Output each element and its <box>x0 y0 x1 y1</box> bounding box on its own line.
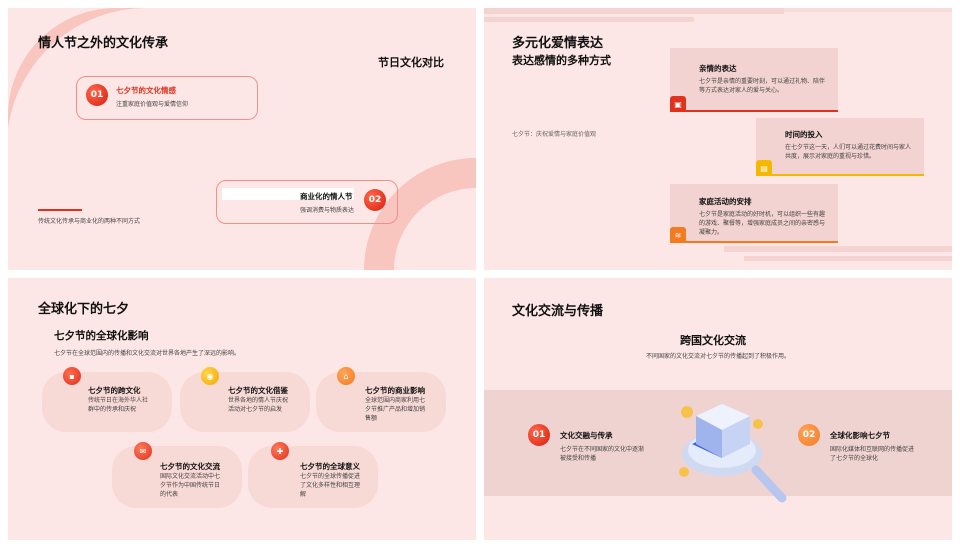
bubble-cross-culture[interactable] <box>42 372 172 432</box>
slide-2[interactable]: 多元化爱情表达 表达感情的多种方式 七夕节：庆祝爱情与家庭价值观 ▣ 亲情的表达… <box>484 8 952 270</box>
item-1-desc: 注重家庭价值观与爱情信仰 <box>116 101 189 108</box>
puzzle-icon: ✚ <box>271 442 289 460</box>
cart-icon: ▪ <box>63 367 81 385</box>
top-stripe-3 <box>784 8 952 12</box>
slide-intro: 七夕节在全球范围内的传播和文化交流对世界各地产生了深远的影响。 <box>54 350 241 357</box>
magnifier-chart-illustration <box>679 404 787 503</box>
slide-intro: 不同国家的文化交流对七夕节的传播起到了积极作用。 <box>646 353 791 360</box>
number-badge-02: 02 <box>798 424 820 446</box>
slide-title: 文化交流与传播 <box>512 304 604 319</box>
number-badge-02: 02 <box>364 189 386 211</box>
top-stripe-2 <box>484 17 694 22</box>
item-3-desc: 全球范围内商家利用七夕节推广产品和增加销售额 <box>365 397 426 422</box>
item-4-desc: 国际文化交流活动中七夕节作为中国传统节日的代表 <box>160 473 221 498</box>
top-stripe-1 <box>484 8 784 14</box>
item-2-title: 七夕节的文化借鉴 <box>228 386 288 395</box>
slide-footer: 传统文化传承与商业化的两种不同方式 <box>38 218 141 225</box>
layers-icon: ≋ <box>670 227 686 243</box>
item-4-title: 七夕节的文化交流 <box>160 462 220 471</box>
item-1-title: 七夕节的跨文化 <box>88 386 141 395</box>
card-2-desc: 在七夕节这一天，人们可以通过花费时间与家人共度，展示对家庭的重视与珍惜。 <box>785 144 912 160</box>
card-time-investment[interactable] <box>756 118 924 176</box>
item-2-desc: 国际化媒体和互联网的传播促进了七夕节的全球化 <box>830 446 915 462</box>
slide-subtitle: 节日文化对比 <box>378 56 444 69</box>
bubble-cultural-exchange[interactable] <box>112 446 242 508</box>
item-2-title[interactable]: 全球化影响七夕节 <box>830 431 890 440</box>
item-card-2[interactable] <box>216 180 398 224</box>
item-2-desc: 强调消费与物质表达 <box>300 207 355 214</box>
item-1-title[interactable]: 文化交融与传承 <box>560 431 613 440</box>
decorative-arc-top <box>8 8 148 128</box>
card-1-desc: 七夕节是亲情的重要时刻，可以通过礼物、陪伴等方式表达对家人的爱与关心。 <box>699 78 826 94</box>
shop-icon: ⌂ <box>337 367 355 385</box>
slide-title: 情人节之外的文化传承 <box>38 36 169 51</box>
target-icon: ◉ <box>201 367 219 385</box>
gift-icon: ▣ <box>670 96 686 112</box>
number-badge-01: 01 <box>528 424 550 446</box>
number-badge-01: 01 <box>86 84 108 106</box>
slide-subtitle: 七夕节的全球化影响 <box>54 330 149 342</box>
bubble-global-meaning[interactable] <box>248 446 378 508</box>
slide-3[interactable]: 全球化下的七夕 七夕节的全球化影响 七夕节在全球范围内的传播和文化交流对世界各地… <box>8 278 476 540</box>
card-3-underline <box>670 241 838 243</box>
item-2-highlight <box>222 188 354 200</box>
card-3-desc: 七夕节是家庭活动的好时机，可以组织一些有趣的游戏、聚餐等，增强家庭成员之间的亲密… <box>699 211 826 236</box>
bottom-stripe-2 <box>744 256 952 261</box>
item-5-title: 七夕节的全球意义 <box>300 462 360 471</box>
item-2-title: 商业化的情人节 <box>300 192 353 201</box>
bubble-commercial-impact[interactable] <box>316 372 446 432</box>
card-family-activities[interactable] <box>670 184 838 242</box>
card-2-title: 时间的投入 <box>785 130 823 139</box>
item-card-1[interactable] <box>76 76 258 120</box>
slide-title: 全球化下的七夕 <box>38 302 130 317</box>
slide-1[interactable]: 情人节之外的文化传承 节日文化对比 01 七夕节的文化情感 注重家庭价值观与爱情… <box>8 8 476 270</box>
item-1-desc: 七夕节在不同国家的文化中逐渐被接受和传播 <box>560 446 645 462</box>
mail-icon: ✉ <box>134 442 152 460</box>
slide-title: 多元化爱情表达 <box>512 36 604 51</box>
bottom-stripe-1 <box>724 246 952 252</box>
card-2-underline <box>756 174 924 176</box>
slide-subtitle: 跨国文化交流 <box>680 334 746 347</box>
slide-4[interactable]: 文化交流与传播 跨国文化交流 不同国家的文化交流对七夕节的传播起到了积极作用。 … <box>484 278 952 540</box>
item-3-title: 七夕节的商业影响 <box>365 386 425 395</box>
document-icon: ▤ <box>756 160 772 176</box>
card-3-title: 家庭活动的安排 <box>699 197 752 206</box>
item-1-desc: 传统节日在海外华人社群中的传承和庆祝 <box>88 397 149 413</box>
slide-note: 七夕节：庆祝爱情与家庭价值观 <box>512 131 597 138</box>
item-2-desc: 世界各地的情人节庆祝活动对七夕节的启发 <box>228 397 289 413</box>
card-1-title: 亲情的表达 <box>699 64 737 73</box>
slide-subtitle: 表达感情的多种方式 <box>512 54 611 67</box>
card-family-love[interactable] <box>670 48 838 110</box>
card-1-underline <box>670 110 838 112</box>
bubble-culture-borrow[interactable] <box>180 372 310 432</box>
item-1-title: 七夕节的文化情感 <box>116 86 176 95</box>
footer-accent-line <box>38 209 82 211</box>
decorative-arc-bottom <box>364 158 476 270</box>
item-5-desc: 七夕节的全球传播促进了文化多样性和相互理解 <box>300 473 361 498</box>
